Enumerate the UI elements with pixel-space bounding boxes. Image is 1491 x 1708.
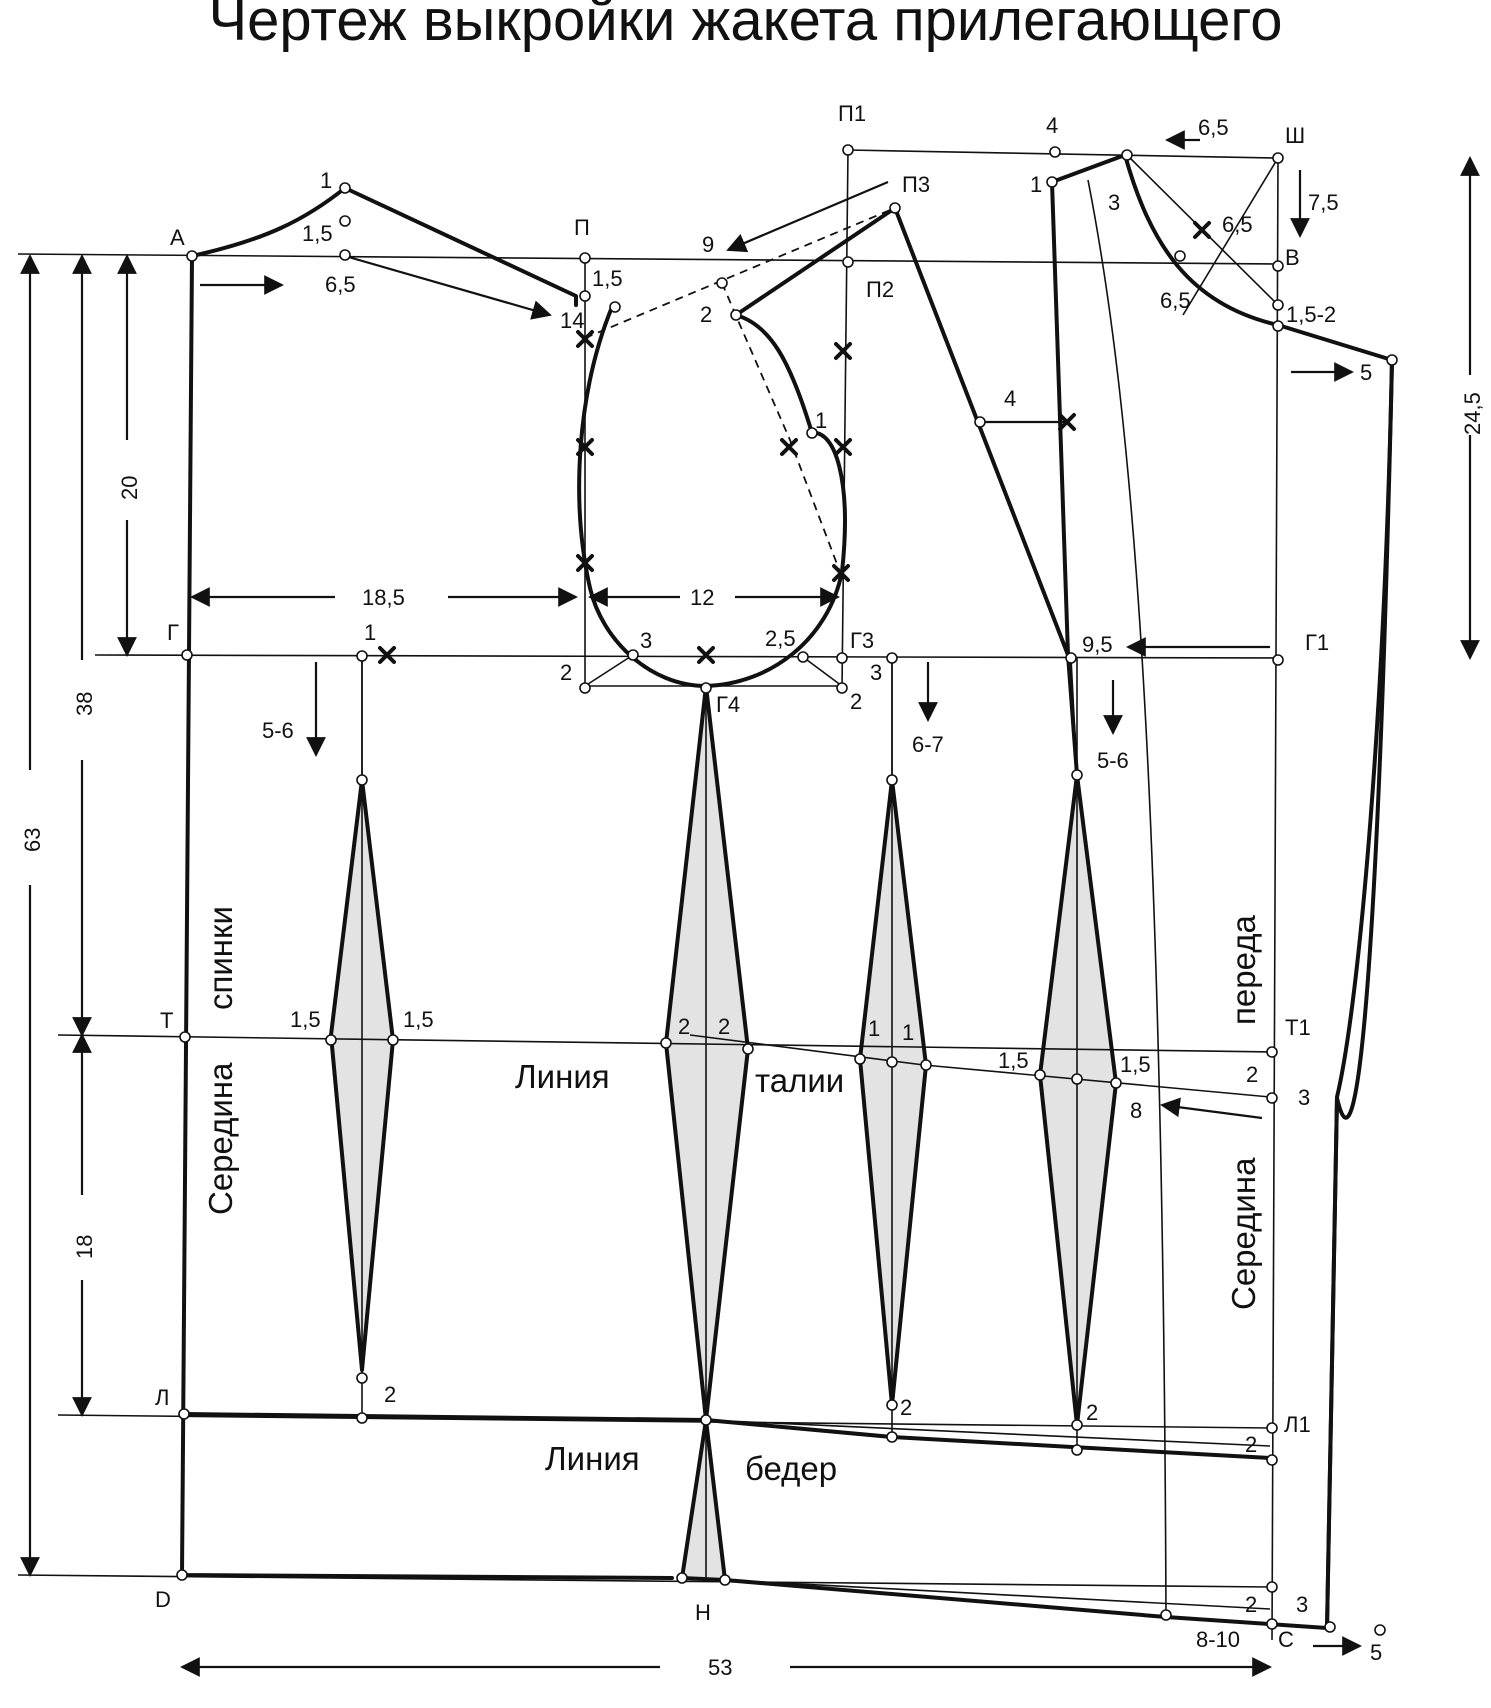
w-1-5-d: 1,5 — [1120, 1052, 1151, 1077]
label-G4: Г4 — [716, 692, 740, 717]
w-3-c: 3 — [1298, 1085, 1310, 1110]
h-3-a: 3 — [1296, 1592, 1308, 1617]
w-2-c: 2 — [1246, 1062, 1258, 1087]
n-1-top: 1 — [320, 168, 332, 193]
dim-18: 18 — [72, 1235, 97, 1259]
hip-word-label: бедер — [745, 1450, 837, 1487]
n-1-front: 1 — [1030, 172, 1042, 197]
hip-line-label: Линия — [545, 1440, 640, 1477]
label-G1: Г1 — [1305, 630, 1329, 655]
front-center-label: Середина — [1225, 1157, 1262, 1310]
w-1-5-a: 1,5 — [290, 1007, 321, 1032]
n-2-arm-b: 2 — [850, 689, 862, 714]
label-T: Т — [160, 1008, 173, 1033]
n-1-g: 1 — [364, 620, 376, 645]
label-N: Н — [695, 1600, 711, 1625]
page-title: Чертеж выкройки жакета прилегающего — [208, 0, 1283, 53]
e-2-c: 2 — [1086, 1400, 1098, 1425]
e-2-d: 2 — [1245, 1432, 1257, 1457]
label-P1: П1 — [838, 101, 866, 126]
label-D: D — [155, 1587, 171, 1612]
back-center-label: Середина — [202, 1062, 239, 1215]
waist-word-label: талии — [755, 1062, 844, 1099]
dim-20: 20 — [117, 476, 142, 500]
n-2-arm: 2 — [560, 660, 572, 685]
back-word-label: спинки — [202, 906, 239, 1010]
n-6-5-back: 6,5 — [325, 272, 356, 297]
dim-12: 12 — [690, 585, 714, 610]
e-2-a: 2 — [384, 1382, 396, 1407]
n-5-6-a: 5-6 — [262, 718, 294, 743]
side-seam-dart — [664, 684, 750, 1422]
w-8: 8 — [1130, 1098, 1142, 1123]
side-hem-wedge — [680, 1418, 727, 1582]
dim-38: 38 — [72, 692, 97, 716]
label-P: П — [574, 215, 590, 240]
n-5-6-b: 5-6 — [1097, 748, 1129, 773]
measurement-labels: 63 38 20 18 24,5 53 18,5 12 6,5 6,5 6,5 … — [20, 113, 1485, 1680]
label-V: В — [1285, 245, 1300, 270]
n-1-arm: 1 — [815, 408, 827, 433]
n-6-5-neck-a: 6,5 — [1222, 212, 1253, 237]
label-T1: Т1 — [1285, 1015, 1311, 1040]
cross-marks — [378, 221, 1211, 664]
n-1-5-a: 1,5 — [302, 221, 333, 246]
waist-line-label: Линия — [515, 1058, 610, 1095]
label-C: С — [1278, 1627, 1294, 1652]
n-9-5: 9,5 — [1082, 632, 1113, 657]
n-2-front: 2 — [700, 302, 712, 327]
n-6-5-neck-b: 6,5 — [1160, 288, 1191, 313]
front-word-label: переда — [1225, 915, 1262, 1025]
w-1-5-b: 1,5 — [403, 1007, 434, 1032]
w-2-a: 2 — [678, 1014, 690, 1039]
label-G: Г — [167, 620, 179, 645]
h-8-10: 8-10 — [1196, 1627, 1240, 1652]
region-labels: Середина спинки Середина переда Линия та… — [202, 906, 1262, 1487]
darts — [329, 684, 1118, 1582]
n-14: 14 — [560, 308, 584, 333]
point-labels: А Г Т Л D П П1 П2 П3 Г1 Г3 Г4 Т1 Л1 В Ш … — [155, 101, 1329, 1652]
label-A: А — [170, 225, 185, 250]
n-3-g3: 3 — [870, 660, 882, 685]
n-5-shoulder: 5 — [1360, 360, 1372, 385]
dim-53: 53 — [708, 1655, 732, 1680]
front-waist-dart — [1038, 773, 1118, 1427]
label-L1: Л1 — [1284, 1412, 1311, 1437]
w-2-b: 2 — [718, 1014, 730, 1039]
label-P3: П3 — [902, 172, 930, 197]
e-2-b: 2 — [900, 1395, 912, 1420]
dim-63: 63 — [20, 828, 45, 852]
n-4-mid: 4 — [1004, 386, 1016, 411]
n-7-5: 7,5 — [1308, 190, 1339, 215]
n-4-top: 4 — [1046, 113, 1058, 138]
label-P2: П2 — [866, 277, 894, 302]
construction-points — [176, 144, 1398, 1636]
n-3-arm: 3 — [640, 628, 652, 653]
n-2-5-arm: 2,5 — [765, 626, 796, 651]
dim-24-5: 24,5 — [1460, 392, 1485, 435]
h-2-a: 2 — [1245, 1592, 1257, 1617]
front-side-dart — [858, 778, 928, 1407]
n-9: 9 — [702, 232, 714, 257]
dim-18-5: 18,5 — [362, 585, 405, 610]
label-Sh: Ш — [1285, 123, 1305, 148]
n-1-5-b: 1,5 — [592, 266, 623, 291]
n-1-5-2: 1,5-2 — [1286, 302, 1336, 327]
n-6-7: 6-7 — [912, 732, 944, 757]
label-L: Л — [155, 1385, 169, 1410]
w-1-a: 1 — [868, 1016, 880, 1041]
label-G3: Г3 — [850, 628, 874, 653]
w-1-5-c: 1,5 — [998, 1048, 1029, 1073]
n-3-front: 3 — [1108, 190, 1120, 215]
w-1-b: 1 — [902, 1020, 914, 1045]
n-6-5-top: 6,5 — [1198, 115, 1229, 140]
dimension-arrows — [20, 130, 1480, 1677]
dashed-lines — [584, 207, 896, 573]
h-5: 5 — [1370, 1640, 1382, 1665]
